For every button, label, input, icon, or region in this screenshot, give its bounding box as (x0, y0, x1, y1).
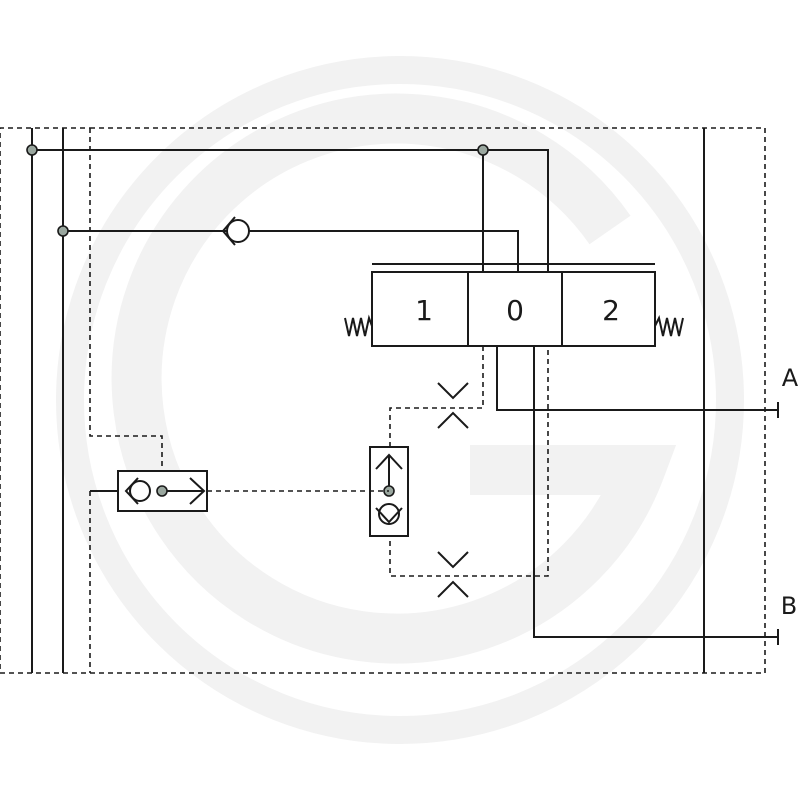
junction-dot (477, 144, 489, 156)
spring-right-icon (654, 315, 684, 337)
directional-valve: 1 0 2 (371, 263, 656, 347)
pilot-line-left (89, 128, 163, 491)
shuttle-valve-horizontal (117, 470, 208, 512)
work-line-a (496, 346, 778, 411)
junction-dot (26, 144, 38, 156)
junction-dot (57, 225, 69, 237)
work-line-b (533, 346, 778, 638)
valve-position-1: 1 (415, 294, 433, 327)
port-a-label: A (782, 364, 799, 392)
tank-line (63, 230, 519, 288)
pressure-line-top (32, 149, 549, 272)
valve-position-2: 2 (602, 294, 620, 327)
port-b-label: B (781, 592, 797, 620)
spring-left-icon (344, 314, 373, 337)
junction-dot (156, 485, 168, 497)
watermark-logo (56, 56, 744, 744)
dashed-enclosure (0, 127, 766, 674)
restrictor-upper-icon (437, 382, 469, 429)
check-valve-icon (221, 216, 250, 246)
restrictor-lower-icon (437, 551, 469, 598)
valve-position-0: 0 (506, 294, 524, 327)
